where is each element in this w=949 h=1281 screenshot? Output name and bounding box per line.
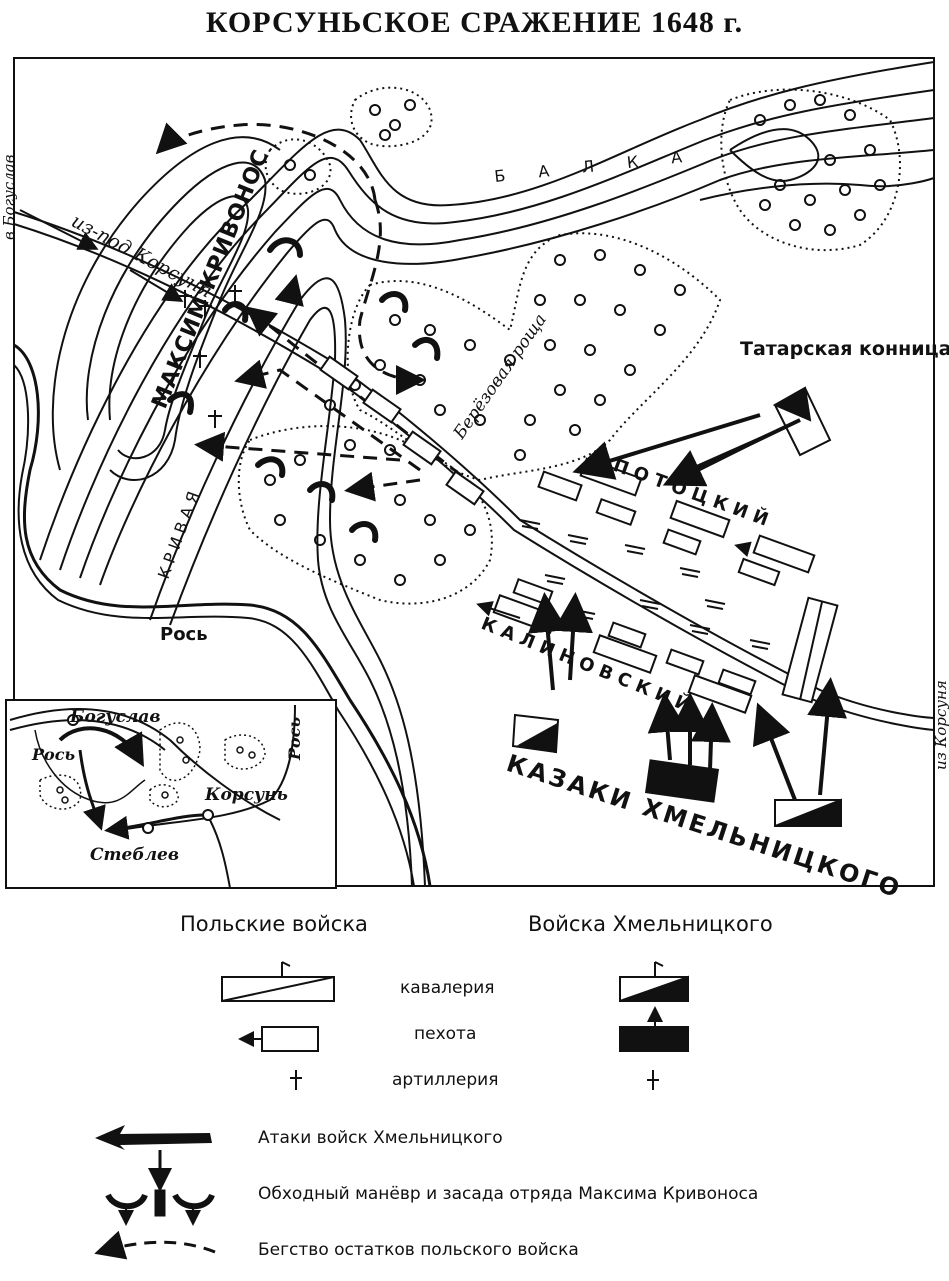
forest-trees: [264, 94, 886, 586]
legend-khmel-cavalry-symbol: [619, 961, 689, 1002]
legend-flight-label: Бегство остатков польского войска: [258, 1240, 579, 1260]
legend-flight-symbol: [94, 1230, 216, 1260]
legend-maneuver-label: Обходный манёвр и засада отряда Максима …: [258, 1184, 759, 1204]
inset-label-boguslav: Богуслав: [69, 707, 161, 727]
legend-attack-symbol: [95, 1125, 212, 1150]
legend-artillery-label: артиллерия: [392, 1070, 499, 1090]
label-tatar: Татарская конница: [740, 338, 949, 360]
polish-units: [492, 457, 816, 714]
label-balka: Б А Л К А: [493, 146, 696, 186]
khmelnitsky-attacks: [476, 413, 848, 801]
forest-areas: [237, 86, 901, 605]
legend-attacks-label: Атаки войск Хмельницкого: [258, 1128, 503, 1148]
label-ros: Рось: [160, 624, 208, 645]
inset-map: [5, 699, 337, 889]
inset-label-steblev: Стеблев: [90, 845, 179, 865]
inset-label-ros-left: Рось: [31, 745, 75, 764]
label-grove: Берёзовая роща: [449, 310, 551, 443]
label-kalinovski: К А Л И Н О В С К И Й: [478, 612, 693, 716]
legend-khmel-infantry-symbol: [619, 1006, 689, 1052]
terrain-contours: [39, 61, 935, 887]
legend-infantry-label: пехота: [414, 1024, 477, 1044]
inset-label-korsun: Корсунь: [204, 785, 288, 805]
legend-polish-heading: Польские войска: [180, 912, 368, 936]
krivonos-arrow: [19, 209, 184, 303]
edge-label-korsun: из Корсуня: [932, 680, 949, 770]
polish-cavalry-right: [781, 596, 839, 704]
label-krivaya: К Р И В А Я: [154, 489, 203, 581]
legend-polish-artillery-symbol: [290, 1070, 302, 1090]
krivonos-ambush: [167, 237, 441, 543]
artillery-marks: [178, 285, 242, 428]
polish-column-retreat: [319, 355, 485, 506]
inset-label-ros-right: Рось: [285, 717, 304, 761]
khmelnitsky-units: [511, 713, 842, 827]
legend-maneuver-symbol: [105, 1150, 215, 1226]
tatar-cavalry: [772, 386, 832, 457]
legend-khmel-artillery-symbol: [647, 1070, 659, 1090]
legend-cavalry-label: кавалерия: [400, 978, 495, 998]
edge-label-boguslav: в Богуслав: [0, 154, 18, 240]
map-frame: [13, 57, 935, 887]
legend-polish-infantry-symbol: [238, 1026, 319, 1052]
legend-polish-cavalry-symbol: [221, 961, 335, 1002]
legend-khmel-heading: Войска Хмельницкого: [528, 912, 773, 936]
map-title: КОРСУНЬСКОЕ СРАЖЕНИЕ 1648 г.: [205, 6, 744, 39]
polish-artillery: [519, 519, 771, 650]
